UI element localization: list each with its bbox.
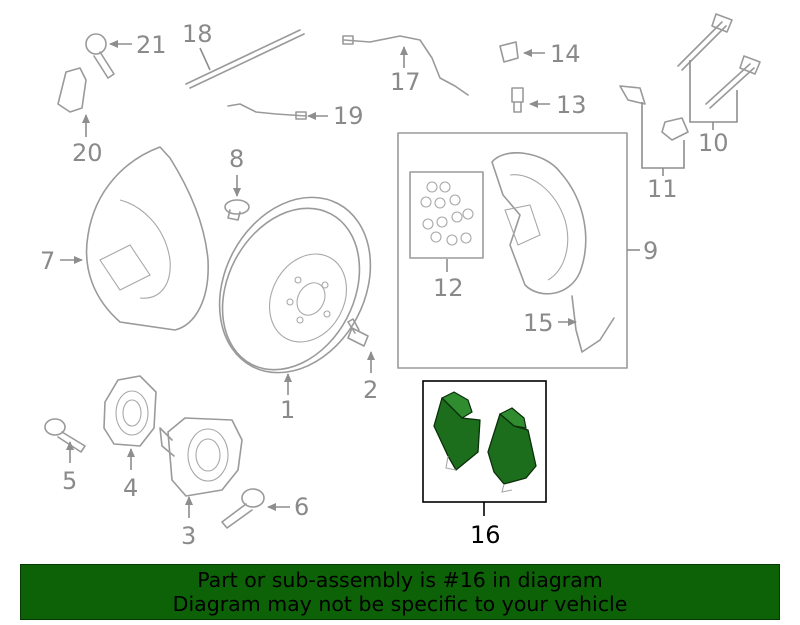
wheel-hub[interactable] xyxy=(159,417,243,497)
sensor-bolt[interactable] xyxy=(85,33,115,79)
wear-sensor-cable[interactable] xyxy=(227,103,307,120)
callout-16-label: 16 xyxy=(470,521,501,549)
callout-20: 20 xyxy=(72,114,103,167)
brake-line[interactable] xyxy=(185,29,305,89)
parts-diagram: 1 2 3 4 5 xyxy=(40,13,761,550)
callout-7-label: 7 xyxy=(40,247,55,275)
callout-7: 7 xyxy=(40,247,83,275)
caliper[interactable] xyxy=(491,152,587,295)
callout-1: 1 xyxy=(280,373,295,424)
callout-15: 15 xyxy=(523,309,577,337)
bleeder-cap[interactable] xyxy=(499,41,519,63)
rotor-screw[interactable] xyxy=(347,318,369,347)
axle-bolt[interactable] xyxy=(221,488,265,529)
callout-8-label: 8 xyxy=(229,145,244,173)
callout-15-label: 15 xyxy=(523,309,554,337)
shield-bolt[interactable] xyxy=(224,199,250,221)
sensor-bracket[interactable] xyxy=(57,67,87,113)
callout-17-label: 17 xyxy=(390,68,421,96)
callout-4-label: 4 xyxy=(123,474,138,502)
abs-sensor[interactable] xyxy=(342,35,469,96)
caliper-clips[interactable] xyxy=(619,85,689,141)
wheel-bearing[interactable] xyxy=(103,375,157,447)
callout-11: 11 xyxy=(641,102,685,203)
callout-12-label: 12 xyxy=(433,274,464,302)
callout-3-label: 3 xyxy=(181,522,196,550)
callout-6-label: 6 xyxy=(294,493,309,521)
hub-bolt[interactable] xyxy=(44,418,86,453)
callout-14-label: 14 xyxy=(550,40,581,68)
callout-18: 18 xyxy=(182,20,213,71)
callout-9-label: 9 xyxy=(643,237,658,265)
callout-6: 6 xyxy=(267,493,309,521)
bleeder-valve[interactable] xyxy=(511,87,524,113)
callout-19: 19 xyxy=(307,102,364,130)
callout-8: 8 xyxy=(229,145,244,197)
callout-13-label: 13 xyxy=(556,91,587,119)
callout-17: 17 xyxy=(390,46,421,96)
wear-sensor[interactable] xyxy=(571,295,615,353)
callout-2-label: 2 xyxy=(363,376,378,404)
callout-3: 3 xyxy=(181,496,196,550)
callout-12: 12 xyxy=(433,259,464,302)
callout-18-label: 18 xyxy=(182,20,213,48)
callout-2: 2 xyxy=(363,351,378,404)
notice-line-1: Part or sub-assembly is #16 in diagram xyxy=(197,568,603,592)
callout-13: 13 xyxy=(529,91,587,119)
callout-20-label: 20 xyxy=(72,139,103,167)
notice-banner: Part or sub-assembly is #16 in diagram D… xyxy=(20,564,780,620)
callout-5-label: 5 xyxy=(62,467,77,495)
callout-1-label: 1 xyxy=(280,396,295,424)
callout-21-label: 21 xyxy=(136,31,167,59)
callout-10: 10 xyxy=(689,60,738,157)
callout-10-label: 10 xyxy=(698,129,729,157)
notice-line-2: Diagram may not be specific to your vehi… xyxy=(172,592,628,616)
seal-kit[interactable] xyxy=(409,171,484,259)
callout-9: 9 xyxy=(627,237,658,265)
callout-5: 5 xyxy=(62,441,77,495)
brake-rotor[interactable] xyxy=(190,171,400,399)
callout-11-label: 11 xyxy=(647,175,678,203)
callout-14: 14 xyxy=(523,40,581,68)
brake-pads[interactable] xyxy=(433,391,537,493)
dust-shield[interactable] xyxy=(85,146,209,331)
callout-19-label: 19 xyxy=(333,102,364,130)
callout-21: 21 xyxy=(109,31,167,59)
callout-16: 16 xyxy=(470,502,501,549)
callout-4: 4 xyxy=(123,448,138,502)
